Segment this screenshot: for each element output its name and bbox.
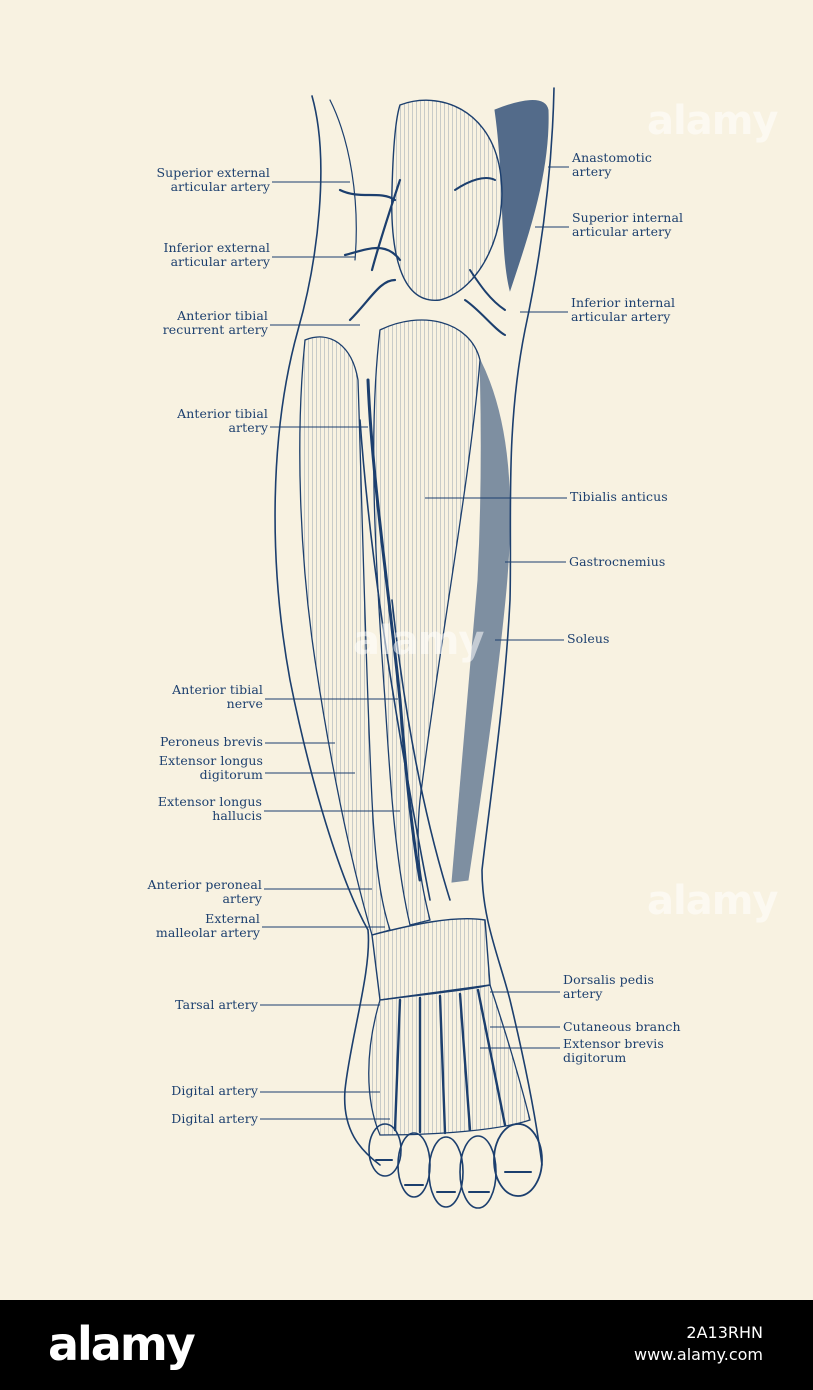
toenails (375, 1159, 532, 1193)
watermark-top: alamy (647, 98, 778, 144)
label-extensor-brevis-digitorum: Extensor brevis digitorum (563, 1036, 664, 1065)
articular-branches-left (338, 178, 402, 322)
extensor-tendon-1 (359, 419, 431, 901)
footer-info: 2A13RHN www.alamy.com (634, 1322, 763, 1366)
extensor-tendon-2 (391, 599, 451, 901)
label-inferior-internal-articular-artery: Inferior internal articular artery (571, 295, 676, 324)
label-superior-internal-articular-artery: Superior internal articular artery (572, 210, 684, 239)
knee-cap (391, 99, 503, 301)
toe-1 (493, 1123, 543, 1197)
toe-3 (428, 1136, 464, 1208)
label-tarsal-artery: Tarsal artery (175, 997, 258, 1012)
tendon-thigh (329, 99, 357, 261)
label-gastrocnemius: Gastrocnemius (569, 554, 666, 569)
toe-4 (397, 1132, 431, 1198)
label-anterior-peroneal-artery: Anterior peroneal artery (147, 877, 262, 906)
toe-5 (368, 1123, 402, 1177)
label-peroneus-brevis: Peroneus brevis (160, 734, 263, 749)
label-anterior-tibial-recurrent-artery: Anterior tibial recurrent artery (162, 308, 268, 337)
label-soleus: Soleus (567, 631, 610, 646)
articular-branches-right (454, 177, 506, 336)
label-digital-artery-1: Digital artery (171, 1083, 258, 1098)
label-anterior-tibial-nerve: Anterior tibial nerve (172, 682, 263, 711)
calf-muscle (451, 359, 511, 883)
peroneal-muscle (299, 336, 391, 936)
label-anterior-tibial-artery: Anterior tibial artery (177, 406, 268, 435)
stock-footer: alamy 2A13RHN www.alamy.com (0, 1300, 813, 1390)
label-dorsalis-pedis-artery: Dorsalis pedis artery (563, 972, 654, 1001)
skin-outline-right (481, 87, 555, 1166)
label-inferior-external-articular-artery: Inferior external articular artery (163, 240, 270, 269)
anterior-tibial-artery-line (366, 378, 422, 882)
footer-logo: alamy (48, 1317, 196, 1371)
label-cutaneous-branch: Cutaneous branch (563, 1019, 681, 1034)
watermark-bottom: alamy (647, 878, 778, 924)
site-url: www.alamy.com (634, 1345, 763, 1364)
label-anastomotic-artery: Anastomotic artery (572, 150, 652, 179)
label-external-malleolar-artery: External malleolar artery (155, 911, 260, 940)
label-tibialis-anticus: Tibialis anticus (570, 489, 668, 504)
leader-lines (260, 166, 569, 1120)
leg-illustration (260, 87, 569, 1209)
label-digital-artery-2: Digital artery (171, 1111, 258, 1126)
vastus-shading (494, 100, 549, 292)
toe-2 (459, 1135, 497, 1209)
image-id: 2A13RHN (686, 1323, 763, 1342)
foot-dorsum (368, 984, 531, 1136)
foot-tendons (393, 988, 507, 1135)
watermark-center: alamy (353, 618, 484, 664)
label-extensor-longus-hallucis: Extensor longus hallucis (157, 794, 262, 823)
label-extensor-longus-digitorum: Extensor longus digitorum (158, 753, 263, 782)
label-superior-external-articular-artery: Superior external articular artery (156, 165, 270, 194)
skin-outline-left (274, 95, 381, 1166)
